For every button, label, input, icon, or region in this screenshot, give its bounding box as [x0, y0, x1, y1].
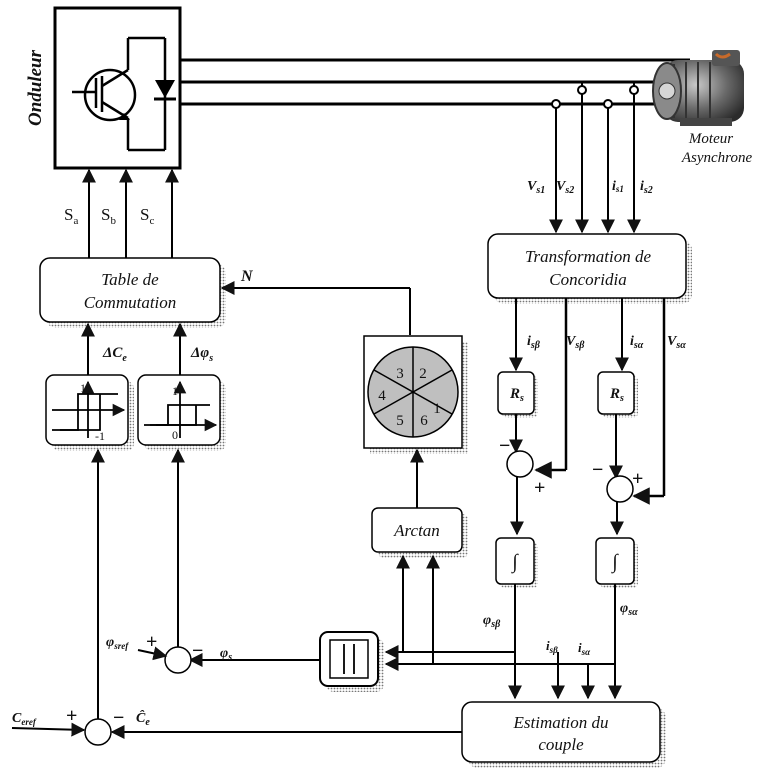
beta-summer-minus: − [499, 435, 510, 457]
beta-summer [507, 451, 533, 477]
flux-hyst-bottom: 0 [172, 428, 178, 442]
torque-summer-plus: + [66, 705, 77, 727]
i-sbeta-label: isβ [527, 334, 541, 351]
n-label: N [240, 268, 254, 285]
inverter-block: Onduleur [25, 8, 180, 168]
integrator-beta-block: ∫ [496, 538, 538, 588]
concordia-label-line2: Concoridia [549, 270, 626, 289]
integrator-alpha-block: ∫ [596, 538, 638, 588]
alpha-summer [607, 476, 633, 502]
delta-phi-label: Δφs [190, 345, 213, 364]
estimation-label-line1: Estimation du [513, 713, 609, 732]
table-label-line2: Commutation [84, 293, 177, 312]
three-phase-lines [180, 60, 690, 104]
sector-2: 2 [419, 366, 427, 382]
sector-3: 3 [396, 366, 404, 382]
is2-label: is2 [640, 179, 653, 196]
table-label-line1: Table de [101, 270, 159, 289]
delta-ce-label: ΔCe [102, 345, 127, 364]
is1-label: is1 [612, 179, 624, 194]
sector-1: 1 [433, 401, 441, 417]
phi-salpha-label: φsα [620, 601, 638, 618]
est-i-salpha-label: isα [578, 640, 591, 657]
concordia-label-line1: Transformation de [525, 247, 652, 266]
motor-label-line1: Moteur [688, 131, 733, 147]
v-salpha-label: Vsα [667, 334, 686, 351]
i-salpha-label: isα [630, 334, 644, 351]
flux-hysteresis-block: 1 0 [138, 375, 226, 451]
sector-6: 6 [420, 413, 428, 429]
ce-hat-label: Ĉe [136, 709, 150, 728]
torque-summer [85, 719, 111, 745]
phi-sbeta-label: φsβ [483, 613, 501, 630]
est-i-sbeta-label: isβ [546, 638, 558, 655]
flux-magnitude-block [320, 632, 384, 692]
alpha-summer-minus: − [592, 459, 603, 481]
flux-summer-minus: − [192, 640, 203, 662]
v-sbeta-label: Vsβ [566, 334, 585, 351]
torque-hyst-bottom: -1 [95, 429, 105, 443]
motor-label-line2: Asynchrone [681, 150, 753, 166]
vs2-label: Vs2 [556, 179, 574, 196]
torque-hysteresis-block: 1 -1 [46, 375, 134, 451]
concordia-block: Transformation de Concoridia [488, 234, 692, 304]
torque-estimation-block: Estimation du couple [462, 702, 666, 768]
sa-label: Sa [64, 205, 78, 227]
inverter-label: Onduleur [25, 49, 46, 126]
rs-alpha-block: Rs [598, 372, 638, 418]
sector-5: 5 [396, 413, 404, 429]
arctan-label: Arctan [393, 521, 440, 540]
torque-hyst-top: 1 [80, 381, 86, 395]
torque-summer-minus: − [113, 707, 124, 729]
sb-label: Sb [101, 205, 116, 227]
flux-hyst-top: 1 [172, 384, 178, 398]
phi-sref-label: φsref [106, 635, 129, 651]
alpha-summer-plus: + [632, 468, 643, 490]
switching-table-block: Table de Commutation [40, 258, 226, 328]
sector-selector-block: 1 2 3 4 5 6 [364, 336, 468, 454]
vs1-label: Vs1 [527, 179, 545, 196]
beta-summer-plus: + [534, 477, 545, 499]
sector-4: 4 [378, 388, 386, 404]
estimation-label-line2: couple [538, 735, 584, 754]
rs-beta-block: Rs [498, 372, 538, 418]
arctan-block: Arctan [372, 508, 468, 558]
ce-ref-label: Ceref [12, 711, 37, 727]
flux-summer-plus: + [146, 631, 157, 653]
flux-summer [165, 647, 191, 673]
sc-label: Sc [140, 205, 154, 227]
phi-s-label: φs [220, 646, 232, 663]
